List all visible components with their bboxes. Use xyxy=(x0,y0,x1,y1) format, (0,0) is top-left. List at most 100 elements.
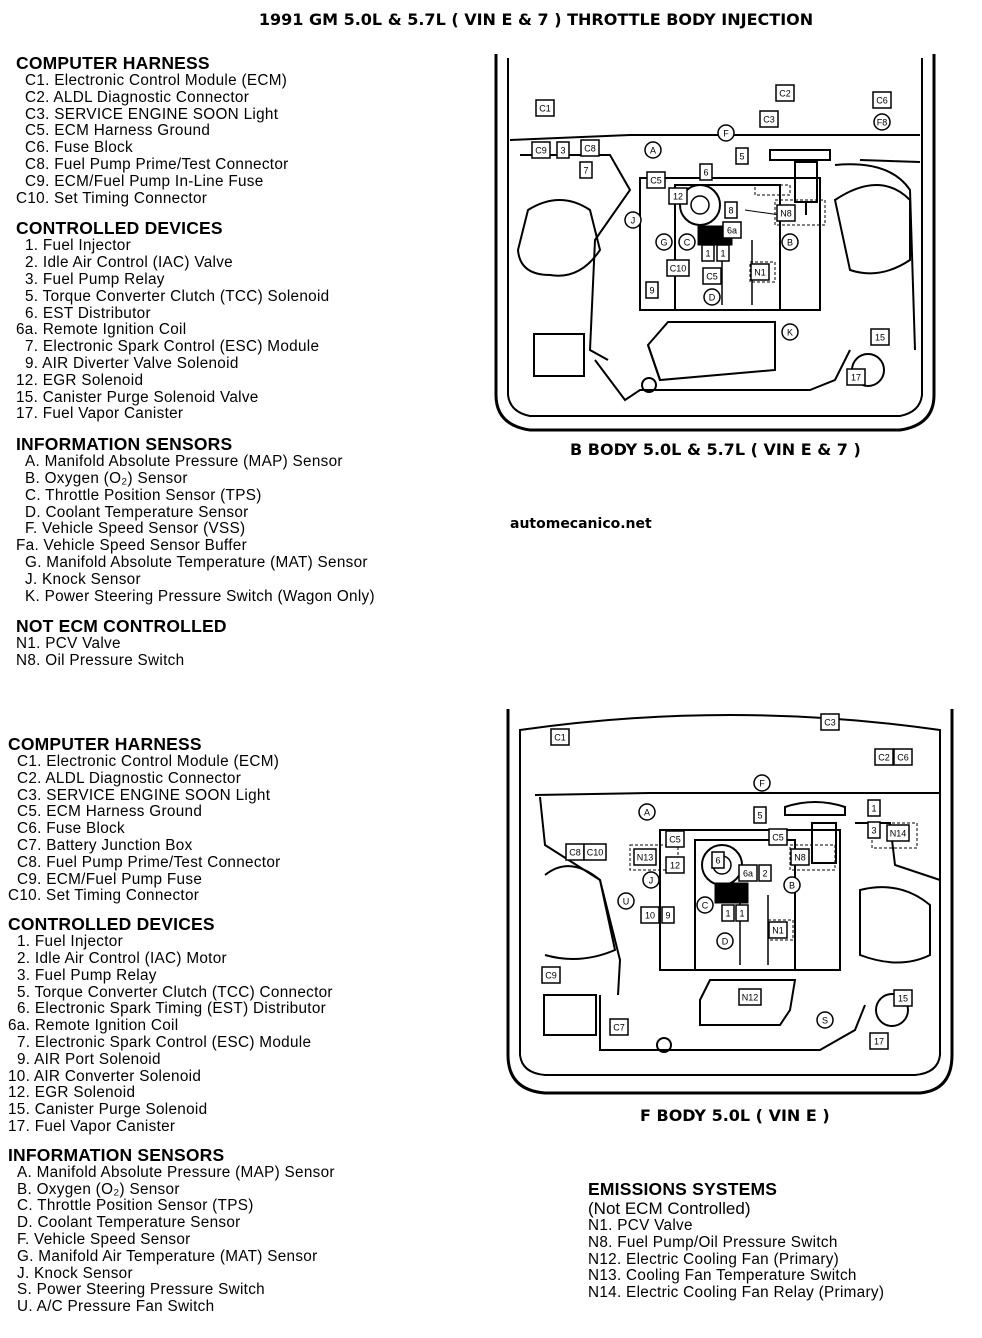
component-label: 1 xyxy=(725,909,730,919)
component-marker xyxy=(666,259,690,277)
component-label: 17 xyxy=(851,373,861,383)
list-item: D. Coolant Temperature Sensor xyxy=(25,503,249,521)
component-label: U xyxy=(623,897,630,907)
component-marker xyxy=(820,713,840,731)
list-item: 10. AIR Converter Solenoid xyxy=(8,1067,202,1085)
component-label: N8 xyxy=(794,853,806,863)
component-label: C6 xyxy=(897,753,909,763)
component-marker xyxy=(665,856,685,874)
component-marker xyxy=(633,848,657,866)
b-computer-harness-list: C1. Electronic Control Module (ECM)C2. A… xyxy=(16,72,375,207)
list-item: C10. Set Timing Connector xyxy=(8,887,200,905)
component-label: 10 xyxy=(645,911,655,921)
list-item: J. Knock Sensor xyxy=(25,570,141,588)
component-label: N14 xyxy=(890,829,907,839)
component-marker xyxy=(716,244,730,262)
component-label: C5 xyxy=(650,176,662,186)
component-label: C8 xyxy=(584,144,596,154)
list-item: N14. Electric Cooling Fan Relay (Primary… xyxy=(588,1284,885,1302)
component-marker xyxy=(646,171,666,189)
list-item: 9. AIR Port Solenoid xyxy=(17,1050,161,1068)
component-label: 9 xyxy=(649,286,654,296)
list-item: A. Manifold Absolute Pressure (MAP) Sens… xyxy=(25,453,343,471)
component-label: A xyxy=(644,808,650,818)
component-marker xyxy=(644,141,662,159)
component-label: N13 xyxy=(637,853,654,863)
component-label: C8 xyxy=(569,848,581,858)
component-marker xyxy=(721,904,735,922)
section-heading: EMISSIONS SYSTEMS xyxy=(588,1179,778,1199)
list-item: 7. Electronic Spark Control (ESC) Module xyxy=(25,338,320,356)
component-marker xyxy=(867,821,881,839)
list-item: S. Power Steering Pressure Switch xyxy=(17,1281,265,1299)
component-marker xyxy=(893,748,913,766)
list-item: 17. Fuel Vapor Canister xyxy=(16,405,184,423)
component-label: 2 xyxy=(762,869,767,879)
component-label: 6 xyxy=(715,856,720,866)
component-label: 6 xyxy=(703,168,708,178)
component-marker xyxy=(668,187,688,205)
component-label: 15 xyxy=(898,994,908,1004)
component-label: 5 xyxy=(739,152,744,162)
list-item: A. Manifold Absolute Pressure (MAP) Sens… xyxy=(17,1163,335,1181)
list-item: C9. ECM/Fuel Pump Fuse xyxy=(17,870,203,888)
component-marker xyxy=(638,803,656,821)
list-item: 2. Idle Air Control (IAC) Motor xyxy=(17,949,227,967)
component-label: 7 xyxy=(583,166,588,176)
component-marker xyxy=(661,906,675,924)
component-label: C3 xyxy=(824,718,836,728)
list-item: Fa. Vehicle Speed Sensor Buffer xyxy=(16,537,247,555)
b-computer-harness-section: COMPUTER HARNESS C1. Electronic Control … xyxy=(16,54,375,207)
component-marker xyxy=(873,113,891,131)
list-item: C3. SERVICE ENGINE SOON Light xyxy=(17,786,271,804)
component-marker xyxy=(781,233,799,251)
component-marker xyxy=(768,921,788,939)
component-marker xyxy=(783,876,801,894)
component-marker xyxy=(753,774,771,792)
component-marker xyxy=(759,110,779,128)
component-label: J xyxy=(649,876,654,886)
page-title: 1991 GM 5.0L & 5.7L ( VIN E & 7 ) THROTT… xyxy=(258,10,814,29)
component-marker xyxy=(655,233,673,251)
component-label: N1 xyxy=(754,268,766,278)
component-marker xyxy=(717,124,735,142)
component-label: N12 xyxy=(742,993,759,1003)
component-marker xyxy=(738,864,758,882)
component-label: C1 xyxy=(539,104,551,114)
list-item: C10. Set Timing Connector xyxy=(16,189,208,207)
list-item: 1. Fuel Injector xyxy=(25,237,131,255)
list-item: N1. PCV Valve xyxy=(588,1217,693,1234)
f-computer-harness-list: C1. Electronic Control Module (ECM)C2. A… xyxy=(8,753,335,905)
component-label: B xyxy=(789,881,795,891)
component-label: N1 xyxy=(772,926,784,936)
list-item: B. Oxygen (O₂) Sensor xyxy=(17,1180,180,1198)
list-item: C1. Electronic Control Module (ECM) xyxy=(17,753,280,770)
list-item: C. Throttle Position Sensor (TPS) xyxy=(17,1197,254,1215)
list-item: K. Power Steering Pressure Switch (Wagon… xyxy=(25,587,375,605)
component-marker xyxy=(583,843,607,861)
f-computer-harness-section: COMPUTER HARNESS C1. Electronic Control … xyxy=(8,735,335,905)
component-marker xyxy=(775,84,795,102)
section-heading: COMPUTER HARNESS xyxy=(8,734,202,754)
component-marker xyxy=(869,1032,889,1050)
component-marker xyxy=(699,163,713,181)
f-body-legend: COMPUTER HARNESS C1. Electronic Control … xyxy=(8,735,335,1325)
component-label: 1 xyxy=(871,804,876,814)
component-marker xyxy=(735,904,749,922)
component-label: 6a xyxy=(727,226,737,236)
list-item: C8. Fuel Pump Prime/Test Connector xyxy=(17,853,281,871)
component-marker xyxy=(753,806,767,824)
list-item: 5. Torque Converter Clutch (TCC) Connect… xyxy=(17,983,333,1001)
list-item: 9. AIR Diverter Valve Solenoid xyxy=(25,354,239,372)
component-label: J xyxy=(631,216,636,226)
component-label: F xyxy=(723,129,729,139)
component-label: 1 xyxy=(705,249,710,259)
component-label: 15 xyxy=(875,333,885,343)
list-item: 17. Fuel Vapor Canister xyxy=(8,1117,176,1135)
list-item: G. Manifold Absolute Temperature (MAT) S… xyxy=(25,553,368,571)
component-marker xyxy=(724,201,738,219)
list-item: F. Vehicle Speed Sensor xyxy=(17,1230,191,1248)
